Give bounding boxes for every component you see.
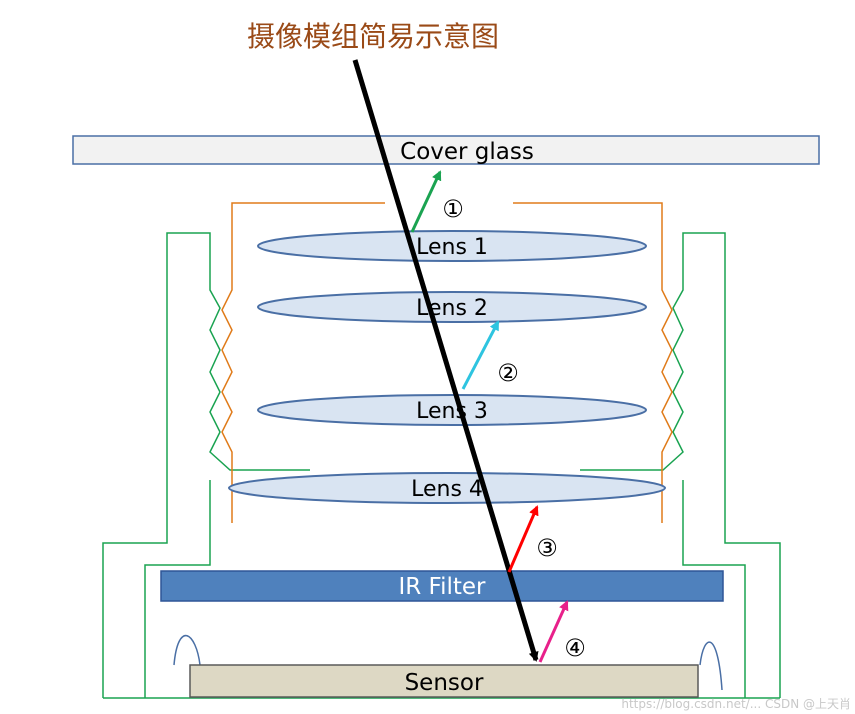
sensor bbox=[189, 664, 699, 698]
reflection-arrow-4 bbox=[538, 600, 569, 663]
reflection-marker-2: ② bbox=[497, 359, 519, 387]
lens-3 bbox=[257, 394, 647, 426]
lens-barrel-right bbox=[513, 202, 673, 523]
cover-glass bbox=[72, 135, 820, 165]
ir-filter bbox=[160, 570, 724, 602]
watermark-text: https://blog.csdn.net/... CSDN @上天肖 bbox=[621, 697, 851, 711]
reflection-marker-3: ③ bbox=[536, 534, 558, 562]
lens-1-label: Lens 1 bbox=[416, 235, 488, 260]
lens-3-label: Lens 3 bbox=[416, 399, 488, 424]
reflection-marker-4: ④ bbox=[564, 634, 586, 662]
reflection-arrow-1 bbox=[410, 170, 442, 233]
lens-4 bbox=[228, 472, 666, 504]
lens-2 bbox=[257, 291, 647, 323]
sensor-bump-left bbox=[173, 634, 201, 666]
holder-outline-right bbox=[580, 232, 781, 698]
diagram-title: 摄像模组简易示意图 bbox=[247, 20, 499, 53]
holder-inner-left bbox=[144, 480, 211, 698]
holder-inner-right bbox=[682, 480, 746, 698]
reflection-marker-1: ① bbox=[442, 195, 464, 223]
cover-glass-label: Cover glass bbox=[400, 139, 534, 165]
holder-outline bbox=[102, 232, 310, 698]
lens-4-label: Lens 4 bbox=[411, 477, 483, 502]
sensor-bump-right bbox=[699, 641, 723, 691]
lens-1 bbox=[257, 230, 647, 262]
ir-filter-label: IR Filter bbox=[398, 574, 486, 600]
reflection-arrow-2 bbox=[461, 320, 500, 390]
sensor-label: Sensor bbox=[405, 670, 484, 696]
lens-barrel-left bbox=[221, 202, 385, 523]
main-light-ray bbox=[352, 59, 539, 662]
reflection-arrow-3 bbox=[507, 505, 539, 573]
